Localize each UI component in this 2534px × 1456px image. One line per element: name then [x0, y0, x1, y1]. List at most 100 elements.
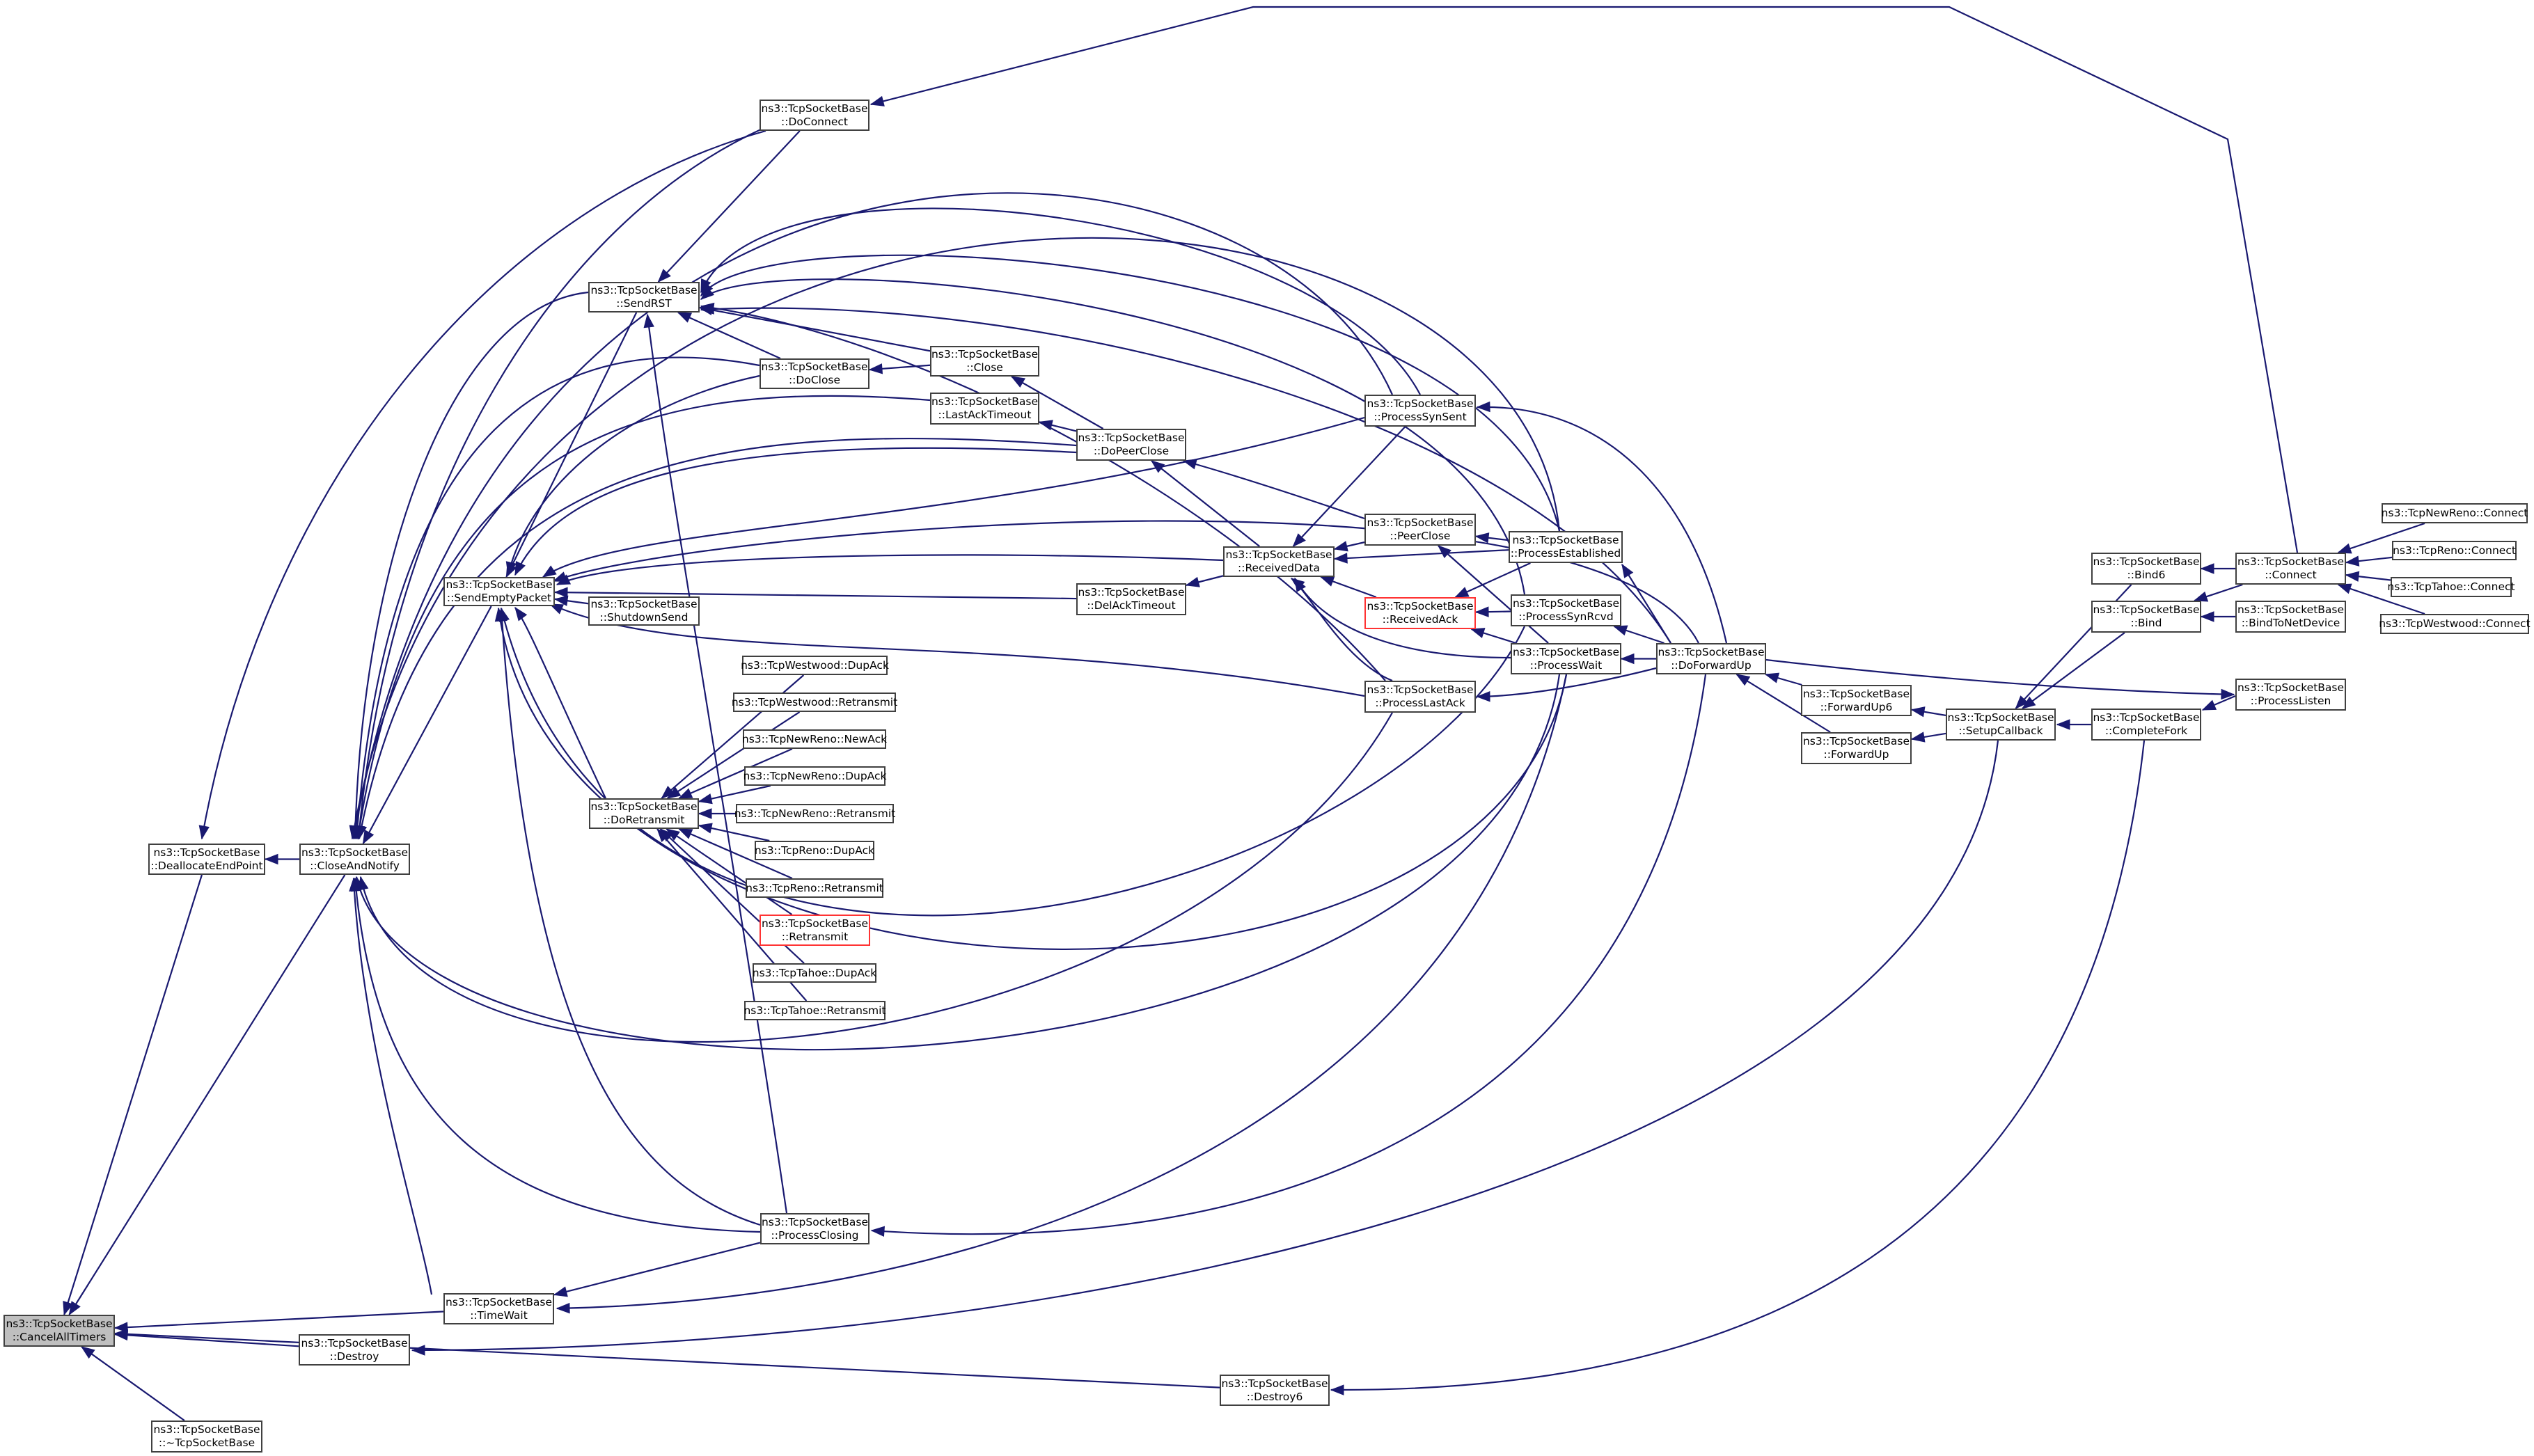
node-sendemptypacket[interactable]: ns3::TcpSocketBase::SendEmptyPacket — [443, 577, 555, 606]
arrowhead-icon — [553, 587, 568, 598]
edge-processclosing-to-timewait — [553, 1242, 761, 1296]
node-receivedack[interactable]: ns3::TcpSocketBase::ReceivedAck — [1364, 597, 1476, 629]
node-deallocate[interactable]: ns3::TcpSocketBase::DeallocateEndPoint — [148, 844, 265, 875]
node-label-line: ns3::TcpReno::Connect — [2393, 544, 2516, 557]
node-label-line: ::ProcessLastAck — [1375, 697, 1465, 709]
node-close[interactable]: ns3::TcpSocketBase::Close — [930, 346, 1039, 377]
node-bind[interactable]: ns3::TcpSocketBase::Bind — [2091, 601, 2201, 633]
node-label-line: ns3::TcpSocketBase — [1658, 645, 1765, 658]
node-label-line: ns3::TcpTahoe::Connect — [2387, 580, 2515, 593]
node-label-line: ns3::TcpSocketBase — [1078, 586, 1185, 599]
node-label-line: ns3::TcpSocketBase — [446, 578, 553, 591]
node-label-line: ns3::TcpSocketBase — [445, 1295, 553, 1308]
node-processclosing[interactable]: ns3::TcpSocketBase::ProcessClosing — [760, 1213, 869, 1244]
node-destroy[interactable]: ns3::TcpSocketBase::Destroy — [299, 1334, 410, 1366]
edge-doconnect-to-deallocate — [200, 129, 766, 839]
arrowhead-icon — [553, 1286, 568, 1297]
node-socketbase_retransmit[interactable]: ns3::TcpSocketBase::Retransmit — [760, 915, 870, 946]
node-doforwardup[interactable]: ns3::TcpSocketBase::DoForwardUp — [1656, 643, 1766, 674]
edge-processlastack-to-closeandnotify — [359, 712, 1393, 1043]
node-setupcallback[interactable]: ns3::TcpSocketBase::SetupCallback — [1946, 709, 2056, 741]
node-label-line: ns3::TcpTahoe::Retransmit — [743, 1004, 886, 1017]
node-label-line: ns3::TcpSocketBase — [1947, 711, 2054, 724]
node-forwardup[interactable]: ns3::TcpSocketBase::ForwardUp — [1801, 732, 1912, 764]
node-bind6[interactable]: ns3::TcpSocketBase::Bind6 — [2091, 553, 2201, 585]
node-peerclose[interactable]: ns3::TcpSocketBase::PeerClose — [1364, 514, 1476, 546]
node-reno_connect[interactable]: ns3::TcpReno::Connect — [2392, 541, 2517, 560]
arrowhead-icon — [1320, 576, 1335, 587]
arrowhead-icon — [2193, 591, 2209, 602]
node-forwardup6[interactable]: ns3::TcpSocketBase::ForwardUp6 — [1801, 685, 1912, 716]
node-label-line: ::ShutdownSend — [599, 611, 688, 624]
node-processestablished[interactable]: ns3::TcpSocketBase::ProcessEstablished — [1509, 531, 1623, 563]
node-label-line: ns3::TcpWestwood::Connect — [2379, 617, 2531, 630]
node-doretransmit[interactable]: ns3::TcpSocketBase::DoRetransmit — [589, 798, 699, 829]
edge-reno_retransmit-to-doretransmit — [678, 828, 793, 880]
edge-processsynrcvd-to-sendrst — [700, 278, 1526, 595]
node-dopeerclose[interactable]: ns3::TcpSocketBase::DoPeerClose — [1076, 429, 1186, 461]
node-label-line: ns3::TcpSocketBase — [931, 395, 1039, 408]
arrowhead-icon — [1290, 578, 1305, 591]
node-completefork[interactable]: ns3::TcpSocketBase::CompleteFork — [2091, 709, 2201, 741]
node-reno_retransmit[interactable]: ns3::TcpReno::Retransmit — [746, 878, 883, 898]
edge-processestablished-to-sendrst — [700, 254, 1561, 532]
arrowhead-icon — [700, 303, 714, 315]
node-doconnect[interactable]: ns3::TcpSocketBase::DoConnect — [760, 100, 869, 131]
arrowhead-icon — [1292, 533, 1306, 548]
node-label-line: ns3::TcpSocketBase — [761, 1215, 869, 1228]
node-bindtonetdevice[interactable]: ns3::TcpSocketBase::BindToNetDevice — [2235, 601, 2346, 633]
node-westwood_retransmit[interactable]: ns3::TcpWestwood::Retransmit — [732, 693, 897, 712]
node-tahoe_dupack[interactable]: ns3::TcpTahoe::DupAck — [753, 963, 876, 983]
node-dtor[interactable]: ns3::TcpSocketBase::~TcpSocketBase — [151, 1421, 262, 1453]
edge-processestablished-to-closeandnotify — [351, 237, 1561, 839]
node-reno_dupack[interactable]: ns3::TcpReno::DupAck — [755, 841, 874, 860]
node-timewait[interactable]: ns3::TcpSocketBase::TimeWait — [443, 1293, 554, 1324]
node-closeandnotify[interactable]: ns3::TcpSocketBase::CloseAndNotify — [299, 844, 410, 875]
arrowhead-icon — [1476, 691, 1490, 702]
node-tahoe_connect[interactable]: ns3::TcpTahoe::Connect — [2387, 577, 2515, 597]
edge-processsynrcvd-to-sendemptypacket — [500, 608, 1525, 917]
node-lastacktimeout[interactable]: ns3::TcpSocketBase::LastAckTimeout — [930, 393, 1039, 425]
node-connect[interactable]: ns3::TcpSocketBase::Connect — [2235, 553, 2346, 585]
arrowhead-icon — [698, 793, 713, 805]
node-receiveddata[interactable]: ns3::TcpSocketBase::ReceivedData — [1223, 546, 1335, 577]
arrowhead-icon — [1910, 731, 1926, 743]
node-destroy6[interactable]: ns3::TcpSocketBase::Destroy6 — [1220, 1375, 1330, 1406]
arrowhead-icon — [678, 788, 693, 799]
node-westwood_dupack[interactable]: ns3::TcpWestwood::DupAck — [741, 656, 889, 675]
edge-doforwardup-to-processclosing — [871, 674, 1707, 1235]
node-tahoe_retransmit[interactable]: ns3::TcpTahoe::Retransmit — [743, 1001, 886, 1020]
arrowhead-icon — [113, 1329, 128, 1340]
node-label-line: ::Connect — [2265, 569, 2317, 581]
node-processsynrcvd[interactable]: ns3::TcpSocketBase::ProcessSynRcvd — [1511, 594, 1621, 626]
node-processlastack[interactable]: ns3::TcpSocketBase::ProcessLastAck — [1364, 681, 1476, 713]
node-processsynsent[interactable]: ns3::TcpSocketBase::ProcessSynSent — [1364, 395, 1476, 427]
node-westwood_connect[interactable]: ns3::TcpWestwood::Connect — [2379, 614, 2531, 634]
node-label-line: ::~TcpSocketBase — [158, 1437, 255, 1449]
node-label-line: ::SendRST — [616, 297, 672, 310]
node-delacktimeout[interactable]: ns3::TcpSocketBase::DelAckTimeout — [1076, 583, 1186, 615]
edge-dopeerclose-to-closeandnotify — [358, 437, 1077, 839]
node-processlisten[interactable]: ns3::TcpSocketBase::ProcessListen — [2235, 679, 2346, 711]
arrowhead-icon — [656, 828, 670, 843]
node-sendrst[interactable]: ns3::TcpSocketBase::SendRST — [588, 282, 700, 312]
edge-processsynsent-to-closeandnotify — [352, 192, 1394, 839]
node-newreno_connect[interactable]: ns3::TcpNewReno::Connect — [2382, 503, 2528, 523]
edge-doclose-to-sendrst — [677, 311, 781, 360]
node-doclose[interactable]: ns3::TcpSocketBase::DoClose — [760, 358, 869, 389]
node-label-line: ns3::TcpSocketBase — [1225, 548, 1332, 561]
node-label-line: ::Destroy — [329, 1350, 379, 1363]
node-label-line: ns3::TcpSocketBase — [2237, 555, 2345, 568]
node-label-line: ::ForwardUp6 — [1820, 700, 1893, 713]
node-label-line: ::BindToNetDevice — [2241, 617, 2340, 629]
node-label-line: ::DoForwardUp — [1671, 658, 1752, 672]
edge-peerclose-to-dopeerclose — [1183, 459, 1365, 520]
node-newreno_retransmit[interactable]: ns3::TcpNewReno::Retransmit — [734, 804, 895, 823]
node-shutdownsend[interactable]: ns3::TcpSocketBase::ShutdownSend — [588, 596, 700, 626]
arrowhead-icon — [677, 312, 693, 323]
arrowhead-icon — [362, 830, 375, 845]
arrowhead-icon — [1764, 672, 1780, 683]
node-newreno_dupack[interactable]: ns3::TcpNewReno::DupAck — [743, 766, 887, 786]
node-newreno_newack[interactable]: ns3::TcpNewReno::NewAck — [742, 729, 887, 749]
node-processwait[interactable]: ns3::TcpSocketBase::ProcessWait — [1511, 643, 1621, 674]
